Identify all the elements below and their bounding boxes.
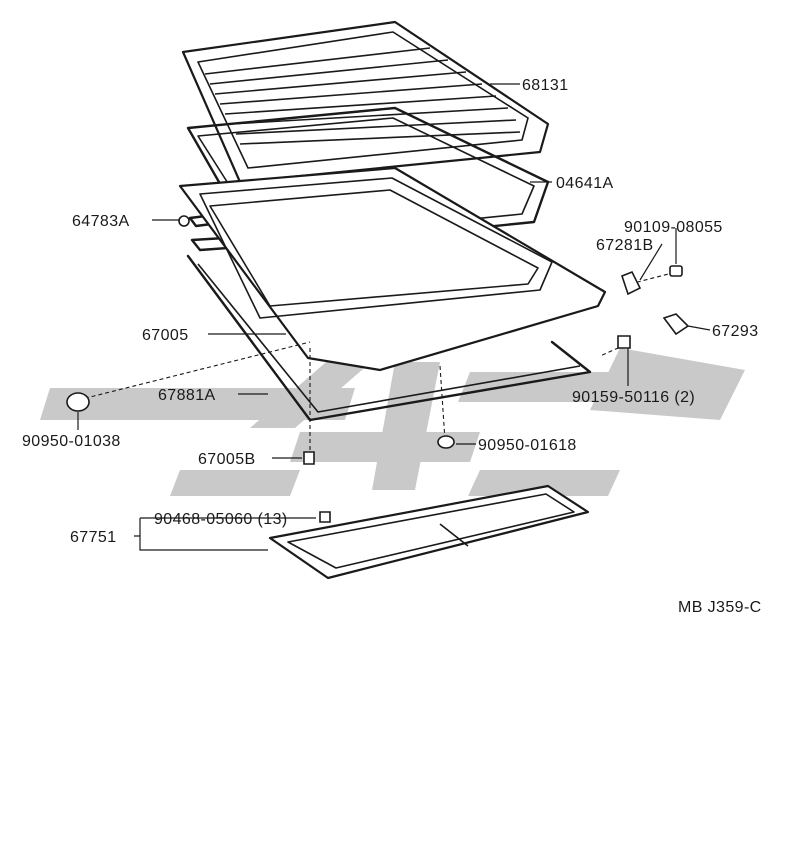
label-64783a: 64783A: [72, 213, 130, 230]
label-67293: 67293: [712, 323, 759, 340]
watermark-logo: [40, 348, 745, 496]
label-68131: 68131: [522, 77, 569, 94]
back-glass: [181, 20, 550, 184]
cushion-90950-01038: [66, 392, 90, 412]
label-90950-01038: 90950-01038: [22, 433, 121, 450]
label-90468-05060: 90468-05060 (13): [154, 511, 288, 528]
label-04641a: 04641A: [556, 175, 614, 192]
label-67881a: 67881A: [158, 387, 216, 404]
back-door-panel: [178, 166, 607, 372]
label-leaders: [77, 83, 711, 551]
clip-90468: [319, 511, 331, 523]
reference-code: MB J359-C: [678, 599, 762, 616]
label-67005b: 67005B: [198, 451, 256, 468]
label-90950-01618: 90950-01618: [478, 437, 577, 454]
door-weatherstrip: [186, 254, 592, 422]
label-67751: 67751: [70, 529, 117, 546]
cushion-67293: [662, 313, 690, 336]
label-90109-08055: 90109-08055: [624, 219, 723, 236]
defroster-grid-lines: [204, 47, 521, 145]
part-labels: 68131 04641A 64783A 90109-08055 67281B 6…: [22, 77, 762, 616]
stopper-67281b: [621, 270, 642, 296]
screw-90159: [617, 335, 631, 349]
label-67281b: 67281B: [596, 237, 654, 254]
clip-67005b: [303, 451, 315, 465]
label-90159-50116: 90159-50116 (2): [572, 389, 695, 406]
cushion-90950-01618: [437, 435, 455, 449]
label-67005: 67005: [142, 327, 189, 344]
hardware: [66, 265, 690, 523]
trim-panel: [268, 484, 590, 580]
bolt-90109: [669, 265, 683, 277]
